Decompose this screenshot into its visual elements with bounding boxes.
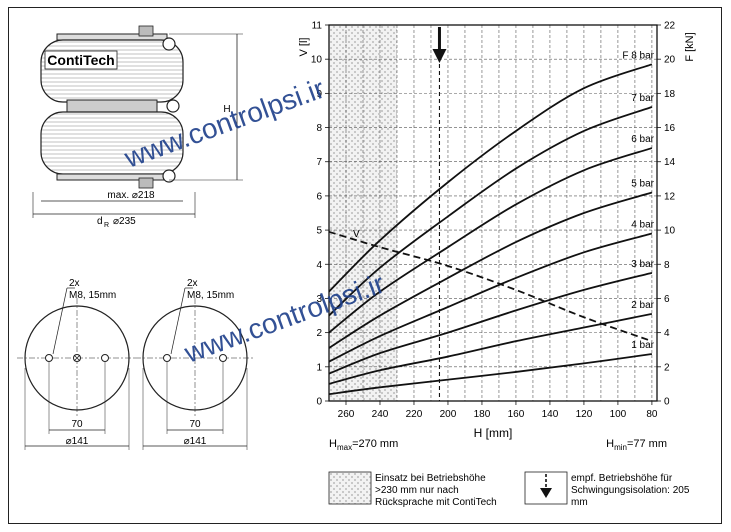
bolt-hole xyxy=(219,354,227,362)
plate-diameter-label: ⌀141 xyxy=(184,436,207,447)
legend-arrow-icon xyxy=(540,488,552,498)
y-left-tick-label: 1 xyxy=(316,362,322,373)
holes-thread-label: M8, 15mm xyxy=(69,290,116,301)
force-curve-label: 4 bar xyxy=(631,220,654,231)
x-axis-title: H [mm] xyxy=(474,426,513,440)
holes-count-label: 2x xyxy=(187,278,198,289)
y-left-tick-label: 3 xyxy=(316,294,322,305)
x-tick-label: 140 xyxy=(542,409,559,420)
bolt-hole xyxy=(101,354,109,362)
dr-diameter-label: ⌀235 xyxy=(113,216,136,227)
y-right-tick-label: 10 xyxy=(664,226,676,237)
force-curve-label: 1 bar xyxy=(631,340,654,351)
force-curve-label: 6 bar xyxy=(631,134,654,145)
plot-area xyxy=(328,24,658,402)
legend-arrow-text-1: empf. Betriebshöhe für xyxy=(571,473,673,484)
x-tick-label: 80 xyxy=(646,409,658,420)
holes-count-label: 2x xyxy=(69,278,80,289)
x-tick-label: 180 xyxy=(474,409,491,420)
x-tick-label: 120 xyxy=(576,409,593,420)
volume-curve-label: V xyxy=(353,229,360,240)
h-min-label: Hmin=77 mm xyxy=(606,438,667,452)
force-curve-2-bar xyxy=(328,312,653,385)
force-curve-label: 7 bar xyxy=(631,93,654,104)
legend-hatch-text-3: Rücksprache mit ContiTech xyxy=(375,497,497,508)
x-tick-label: 100 xyxy=(610,409,627,420)
force-curve-3-bar xyxy=(328,271,653,375)
force-curve-1-bar xyxy=(328,353,653,396)
y-right-tick-label: 18 xyxy=(664,89,676,100)
y-left-tick-label: 8 xyxy=(316,123,322,134)
volume-curve xyxy=(328,230,653,343)
air-spring-drawing: ContiTech H max. ⌀218 d R ⌀235 xyxy=(32,25,243,229)
bottom-bolt xyxy=(138,177,154,189)
legend: Einsatz bei Betriebshöhe >230 mm nur nac… xyxy=(328,471,690,508)
y-left-tick-label: 9 xyxy=(316,89,322,100)
y-right-tick-label: 14 xyxy=(664,157,676,168)
y-right-tick-label: 12 xyxy=(664,191,676,202)
legend-arrow-text-3: mm xyxy=(571,497,588,508)
force-curve-label: 2 bar xyxy=(631,300,654,311)
x-tick-label: 200 xyxy=(440,409,457,420)
legend-arrow-text-2: Schwingungsisolation: 205 xyxy=(571,485,690,496)
bolt-hole xyxy=(163,354,171,362)
y-left-tick-label: 10 xyxy=(311,55,323,66)
bolt-hole xyxy=(45,354,53,362)
y-right-tick-label: 8 xyxy=(664,260,670,271)
y-left-tick-label: 5 xyxy=(316,226,322,237)
force-curve-label: 5 bar xyxy=(631,178,654,189)
holes-thread-label: M8, 15mm xyxy=(187,290,234,301)
y-right-tick-label: 20 xyxy=(664,55,676,66)
y-right-tick-label: 16 xyxy=(664,123,676,134)
force-curve-8-bar xyxy=(328,63,653,293)
hole-spacing-label: 70 xyxy=(189,419,201,430)
force-curve-label: 3 bar xyxy=(631,259,654,270)
y-left-tick-label: 7 xyxy=(316,157,322,168)
force-curve-6-bar xyxy=(328,147,653,334)
y-right-axis-title: F [kN] xyxy=(684,32,696,61)
y-left-tick-label: 11 xyxy=(312,21,323,32)
brand-logo: ContiTech xyxy=(47,52,114,68)
force-curve-4-bar xyxy=(328,232,653,363)
hole-spacing-label: 70 xyxy=(71,419,83,430)
y-left-tick-label: 4 xyxy=(316,260,322,271)
force-curve-7-bar xyxy=(328,106,653,317)
height-dimension-label: H xyxy=(223,104,230,115)
girdle-ring xyxy=(66,99,158,113)
x-tick-label: 260 xyxy=(338,409,355,420)
h-max-label: Hmax=270 mm xyxy=(329,438,398,452)
max-diameter-label: max. ⌀218 xyxy=(107,190,155,201)
y-right-tick-label: 4 xyxy=(664,328,670,339)
x-tick-label: 220 xyxy=(406,409,423,420)
x-tick-label: 160 xyxy=(508,409,525,420)
legend-hatch-text-1: Einsatz bei Betriebshöhe xyxy=(375,473,486,484)
y-left-tick-label: 6 xyxy=(316,191,322,202)
legend-hatch-swatch xyxy=(328,471,372,505)
plate-diameter-label: ⌀141 xyxy=(66,436,89,447)
force-curve-5-bar xyxy=(328,191,653,349)
upper-bellow xyxy=(40,39,184,103)
y-right-tick-label: 2 xyxy=(664,362,670,373)
force-curve-label: F 8 bar xyxy=(622,50,654,61)
y-left-tick-label: 0 xyxy=(316,397,322,408)
top-bolt xyxy=(138,25,154,37)
dr-prefix: d xyxy=(97,216,103,227)
y-left-axis-title: V [l] xyxy=(298,38,310,57)
y-right-tick-label: 6 xyxy=(664,294,670,305)
recommended-height-arrow-icon xyxy=(432,49,447,63)
dr-subscript: R xyxy=(104,222,109,229)
legend-hatch-text-2: >230 mm nur nach xyxy=(375,485,459,496)
x-tick-label: 240 xyxy=(372,409,389,420)
y-right-tick-label: 22 xyxy=(664,21,676,32)
y-left-tick-label: 2 xyxy=(316,328,322,339)
y-right-tick-label: 0 xyxy=(664,397,670,408)
